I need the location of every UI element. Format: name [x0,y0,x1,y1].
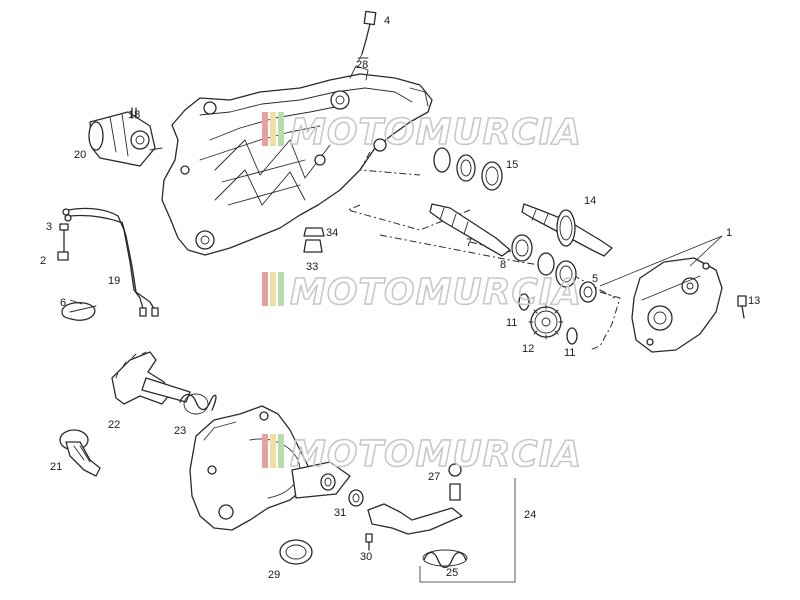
callout-part-34: 34 [326,227,338,239]
callout-part-11: 11 [564,347,575,359]
starter-motor-20 [88,107,163,167]
callout-part-31: 31 [334,507,346,519]
callout-part-12: 12 [522,343,534,355]
callout-part-3: 3 [46,221,52,233]
callout-part-6: 6 [60,297,66,309]
cover-1 [631,257,723,353]
watermark-stripe-green [278,112,284,146]
watermark-stripe-green [278,272,284,306]
watermark-middle: MOTOMURCIA [262,271,582,314]
callout-part-20: 20 [74,149,86,161]
callout-part-18: 18 [128,109,140,121]
callout-part-5: 5 [592,273,598,285]
callout-part-4: 4 [384,15,390,27]
callout-part-15: 15 [506,159,518,171]
watermark-stripe-yellow [270,272,276,306]
shaft-7 [429,203,511,257]
spring-23 [179,393,217,415]
watermark-stripe-red [262,434,268,468]
drive-shaft-14 [521,203,613,257]
watermark-text: MOTOMURCIA [290,272,582,313]
bearing-5 [579,281,597,303]
callout-part-33: 33 [306,261,318,273]
callout-part-13: 13 [748,295,760,307]
callout-part-2: 2 [40,255,46,267]
callout-part-23: 23 [174,425,186,437]
callout-part-21: 21 [50,461,62,473]
callout-part-19: 19 [108,275,120,287]
watermark-stripe-green [278,434,284,468]
callout-part-24: 24 [524,509,536,521]
callout-part-1: 1 [726,227,732,239]
watermark-stripe-yellow [270,434,276,468]
callout-part-30: 30 [360,551,372,563]
bolt-33-34 [303,227,325,253]
callout-part-7: 7 [466,237,472,249]
callout-part-28: 28 [356,59,368,71]
leader-lines [69,53,723,583]
watermark-stripe-red [262,272,268,306]
bearing-15 [433,147,503,191]
sensor-assembly-4 [357,10,377,59]
bearing-8 [511,234,577,288]
watermark-stripe-yellow [270,112,276,146]
callout-part-22: 22 [108,419,120,431]
gear-12 [518,293,578,345]
watermark-top: MOTOMURCIA [262,111,582,154]
clip-6 [61,301,97,321]
callout-part-8: 8 [500,259,506,271]
kickstart-gear-22 [111,351,191,405]
callout-part-29: 29 [268,569,280,581]
watermark-stripe-red [262,112,268,146]
watermark-text: MOTOMURCIA [290,434,582,475]
bolt-13 [737,295,747,319]
part-callouts: 1 2 3 4 5 6 7 8 11 11 12 13 14 15 18 19 … [40,15,760,581]
starter-pinion-21 [59,429,101,477]
kick-lever-assembly [279,463,468,569]
crankcase-housing [161,65,433,256]
wire-harness-19 [57,207,159,317]
watermark-bottom: MOTOMURCIA [262,433,582,476]
callout-part-27: 27 [428,471,440,483]
watermark-text: MOTOMURCIA [290,112,582,153]
callout-part-14: 14 [584,195,596,207]
callout-part-11: 11 [506,317,517,329]
callout-part-25: 25 [446,567,458,579]
